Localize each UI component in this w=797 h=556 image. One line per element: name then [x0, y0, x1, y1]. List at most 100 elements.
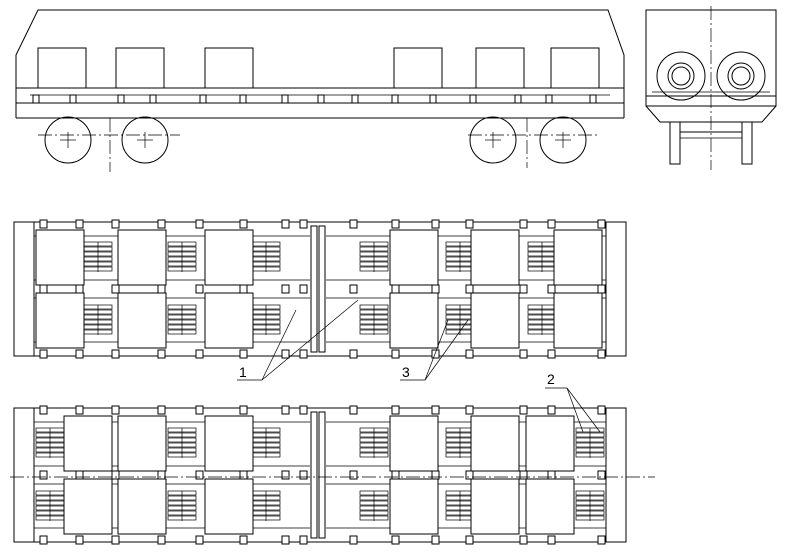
cargo-block	[525, 415, 575, 472]
side-view-cargo	[32, 47, 600, 104]
plan-post	[519, 284, 528, 294]
plan-post	[111, 470, 120, 480]
side-view-wheels	[44, 116, 587, 164]
plan-post	[39, 405, 48, 415]
side-support-post	[545, 94, 553, 104]
plan-post	[597, 535, 606, 545]
cargo-block	[117, 478, 167, 535]
plan-post	[391, 284, 400, 294]
plan-post	[299, 535, 308, 545]
plan-post	[547, 284, 556, 294]
cargo-block	[389, 478, 439, 535]
plan-post	[547, 219, 556, 229]
plan-post	[431, 284, 440, 294]
plan-post	[281, 470, 290, 480]
plan-post	[111, 284, 120, 294]
plan-post	[157, 349, 166, 359]
callout-label-2: 2	[547, 371, 555, 387]
plan-post	[465, 470, 474, 480]
cargo-block	[553, 292, 603, 349]
side-wheel	[44, 116, 92, 164]
side-support-post	[281, 94, 289, 104]
plan-post	[299, 470, 308, 480]
plan-post	[597, 219, 606, 229]
cargo-block	[35, 229, 85, 286]
plan-post	[431, 470, 440, 480]
end-view	[645, 6, 777, 170]
plan-post	[431, 349, 440, 359]
side-support-post	[32, 94, 40, 104]
plan-post	[391, 219, 400, 229]
plan-post	[239, 405, 248, 415]
plan-post	[349, 349, 358, 359]
plan-post	[465, 219, 474, 229]
plan-post	[465, 535, 474, 545]
plan-post	[75, 405, 84, 415]
plan-post	[39, 219, 48, 229]
plan-post	[281, 535, 290, 545]
plan-post	[465, 349, 474, 359]
cargo-block	[204, 478, 254, 535]
side-support-post	[117, 94, 125, 104]
plan-post	[299, 284, 308, 294]
plan-view-1	[13, 219, 627, 359]
plan-center-divider	[310, 225, 318, 353]
plan-post	[349, 535, 358, 545]
cargo-block	[204, 292, 254, 349]
cargo-block	[117, 415, 167, 472]
side-support-post	[429, 94, 437, 104]
end-wheel-right	[741, 121, 753, 165]
plan-post	[597, 470, 606, 480]
plan-post	[75, 219, 84, 229]
callout-label-1: 1	[239, 364, 247, 380]
plan-post	[281, 219, 290, 229]
plan-post	[299, 405, 308, 415]
plan-post	[465, 284, 474, 294]
side-support-post	[391, 94, 399, 104]
cargo-block	[35, 292, 85, 349]
plan-post	[75, 535, 84, 545]
plan-post	[39, 470, 48, 480]
plan-post	[547, 470, 556, 480]
cargo-block	[117, 292, 167, 349]
plan-post	[39, 535, 48, 545]
plan-post	[281, 284, 290, 294]
cargo-block	[389, 292, 439, 349]
plan-view-2	[13, 405, 627, 545]
coil-left	[656, 51, 706, 101]
plan-post	[431, 405, 440, 415]
plan-post	[597, 405, 606, 415]
plan-post	[75, 284, 84, 294]
side-cargo-block	[475, 47, 525, 89]
plan-post	[195, 349, 204, 359]
side-support-post	[589, 94, 597, 104]
side-support-post	[69, 94, 77, 104]
plan-post	[547, 349, 556, 359]
plan-center-divider	[310, 411, 318, 539]
plan-post	[597, 284, 606, 294]
plan-post	[391, 405, 400, 415]
plan-post	[519, 405, 528, 415]
plan-post	[349, 219, 358, 229]
plan-post	[391, 349, 400, 359]
plan-post	[349, 284, 358, 294]
cargo-block	[63, 415, 113, 472]
cargo-block	[204, 229, 254, 286]
plan-post	[349, 405, 358, 415]
cargo-block	[470, 229, 520, 286]
plan-post	[111, 349, 120, 359]
cargo-block	[553, 229, 603, 286]
plan-outline	[13, 407, 627, 543]
plan-post	[547, 405, 556, 415]
side-support-post	[149, 94, 157, 104]
plan-post	[195, 405, 204, 415]
cargo-block	[525, 478, 575, 535]
plan-post	[519, 349, 528, 359]
end-wheel-left	[669, 121, 681, 165]
plan-post	[195, 284, 204, 294]
plan-center-divider	[318, 225, 326, 353]
plan-post	[39, 349, 48, 359]
plan-post	[281, 405, 290, 415]
cargo-block	[117, 229, 167, 286]
plan-post	[299, 219, 308, 229]
